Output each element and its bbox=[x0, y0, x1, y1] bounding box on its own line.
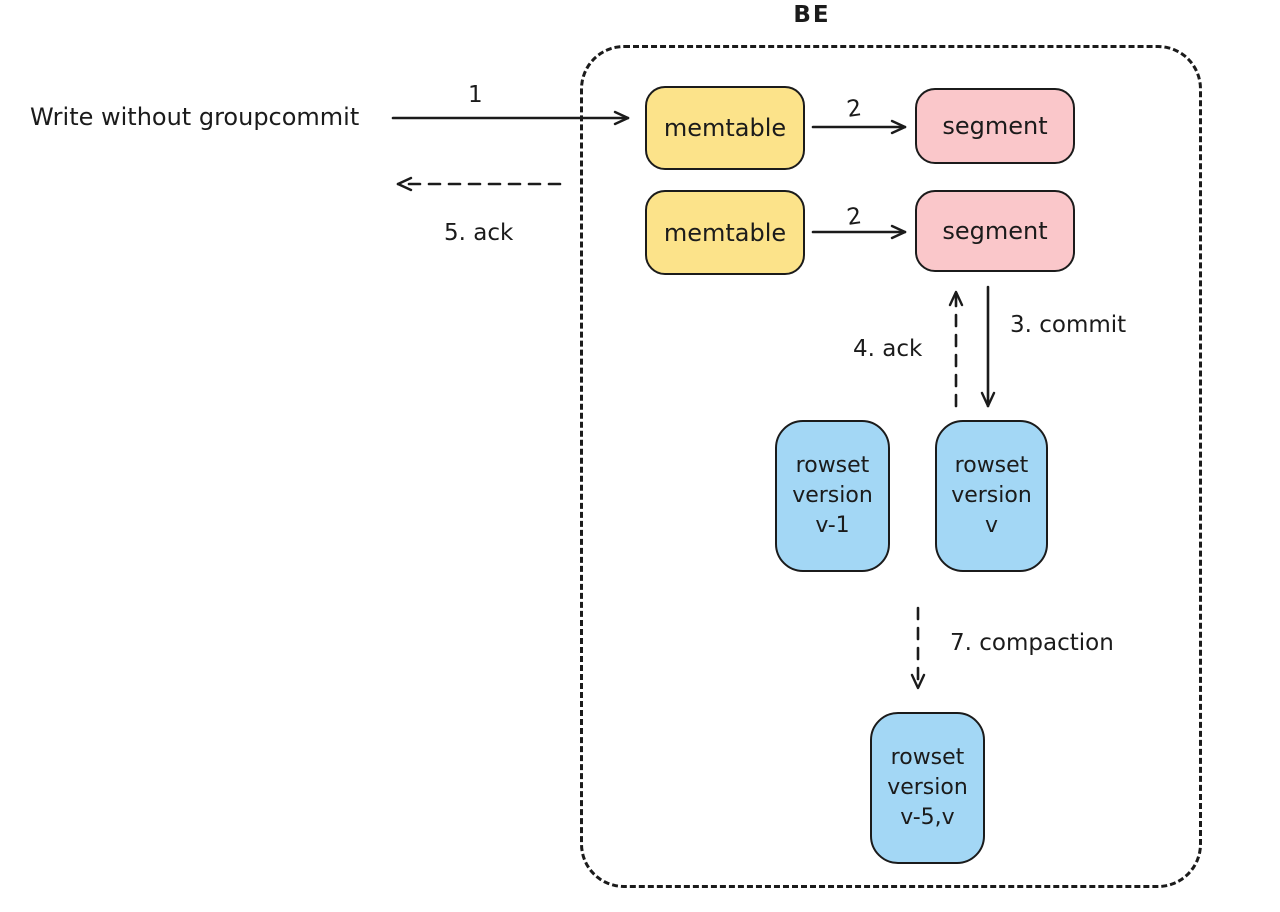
edge-label-1: 1 bbox=[468, 82, 483, 108]
memtable-box-2-label: memtable bbox=[663, 218, 787, 247]
be-boundary bbox=[580, 45, 1202, 888]
rowset-version-v-1-box: rowset version v-1 bbox=[775, 420, 890, 572]
edge-label-4-ack: 4. ack bbox=[853, 336, 923, 362]
segment-box-2: segment bbox=[915, 190, 1075, 272]
memtable-box-2: memtable bbox=[645, 190, 805, 275]
rowset-v-line3: v bbox=[984, 513, 999, 538]
rowset-v-5-v-line1: rowset bbox=[890, 745, 965, 770]
rowset-v-5-v-line2: version bbox=[887, 775, 968, 800]
rowset-v-line2: version bbox=[951, 483, 1032, 508]
segment-box-2-label: segment bbox=[942, 217, 1048, 245]
segment-box-1: segment bbox=[915, 88, 1075, 164]
memtable-box-1: memtable bbox=[645, 86, 805, 170]
rowset-v-1-line3: v-1 bbox=[815, 513, 850, 538]
edge-label-3-commit: 3. commit bbox=[1010, 312, 1127, 338]
write-without-groupcommit-label: Write without groupcommit bbox=[30, 103, 360, 131]
rowset-v-1-line2: version bbox=[792, 483, 873, 508]
memtable-box-1-label: memtable bbox=[663, 114, 787, 142]
rowset-v-line1: rowset bbox=[954, 453, 1029, 478]
rowset-version-v-5-v-box: rowset version v-5,v bbox=[870, 712, 985, 864]
be-title: BE bbox=[793, 2, 831, 28]
rowset-v-5-v-line3: v-5,v bbox=[900, 805, 955, 830]
segment-box-1-label: segment bbox=[942, 112, 1048, 140]
edge-label-7-compaction: 7. compaction bbox=[950, 630, 1114, 656]
rowset-v-1-line1: rowset bbox=[795, 453, 870, 478]
rowset-version-v-box: rowset version v bbox=[935, 420, 1048, 572]
edge-label-5-ack: 5. ack bbox=[444, 220, 514, 246]
